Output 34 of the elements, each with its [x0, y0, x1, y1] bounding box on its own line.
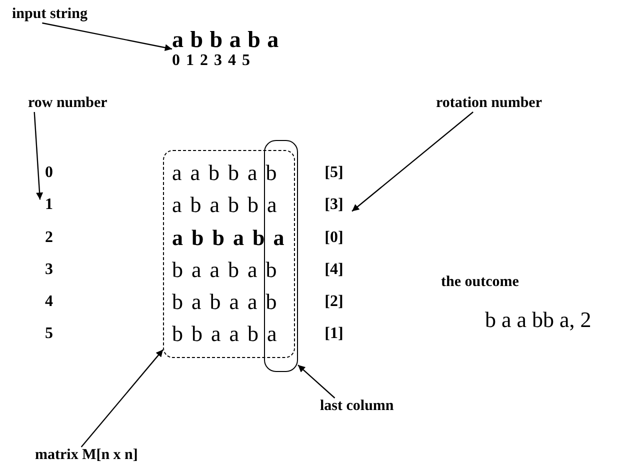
arrow [42, 22, 172, 52]
rotation-index: [2] [324, 292, 344, 312]
column-highlight-box [264, 140, 298, 372]
arrow [80, 349, 164, 448]
row-index: 0 [44, 163, 54, 183]
row-index: 2 [44, 228, 54, 248]
outcome-text: b a a bb a, 2 [485, 307, 592, 333]
matrix-box [163, 150, 295, 358]
arrow [352, 112, 474, 212]
matrix-row-text: a b a b b a [172, 191, 278, 220]
arrow [34, 112, 44, 200]
row-index: 5 [44, 324, 54, 344]
matrix-row-text: b a a b a b [172, 256, 278, 284]
annotation-label: rotation number [436, 95, 542, 112]
matrix-row-text: b a b a a b [172, 288, 278, 316]
matrix-row-text: a a b b a b [172, 159, 278, 187]
rotation-index: [3] [324, 195, 344, 216]
annotation-label: matrix M[n x n] [35, 447, 138, 464]
rotation-index: [5] [324, 163, 344, 183]
annotation-label: row number [28, 95, 108, 112]
arrow [298, 364, 336, 398]
string-text: a b b a b a [172, 28, 279, 52]
rotation-index: [0] [324, 228, 344, 248]
matrix-row-text: b b a a b a [172, 320, 278, 348]
rotation-index: [4] [324, 260, 344, 280]
matrix-row-text: a b b a b a [172, 224, 286, 252]
annotation-label: the outcome [441, 274, 519, 291]
annotation-label: input string [12, 6, 88, 23]
annotation-label: last column [320, 398, 394, 415]
row-index: 1 [44, 195, 54, 216]
row-index: 3 [44, 260, 54, 280]
row-index: 4 [44, 292, 54, 312]
rotation-index: [1] [324, 324, 344, 344]
index-digits: 0 1 2 3 4 5 [172, 52, 251, 70]
